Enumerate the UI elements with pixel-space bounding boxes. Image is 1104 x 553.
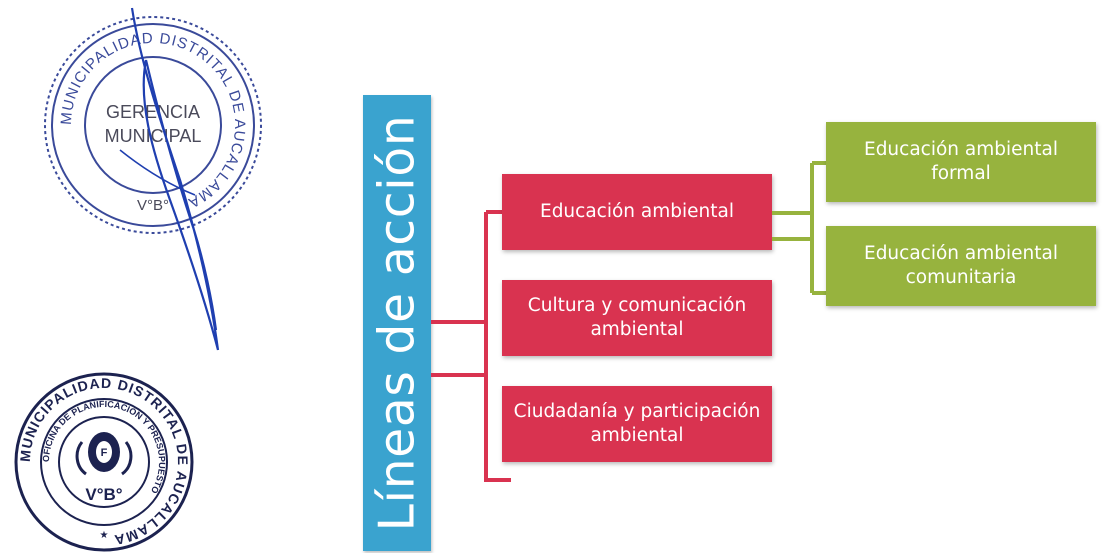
branch-label: Ciudadanía y participación ambiental xyxy=(513,401,761,446)
branch-label: Educación ambiental xyxy=(540,201,734,222)
stamp-line-2: MUNICIPAL xyxy=(105,126,202,146)
sub-branch-formal: Educación ambiental formal xyxy=(826,122,1096,202)
root-label: Líneas de acción xyxy=(368,114,426,532)
stamp-line-1: GERENCIA xyxy=(106,102,200,122)
svg-text:F: F xyxy=(101,447,108,459)
gerencia-municipal-stamp: MUNICIPALIDAD DISTRITAL DE AUCALLAMA GER… xyxy=(44,16,262,234)
sub-branch-label: Educación ambiental formal xyxy=(864,139,1058,184)
branch-label: Cultura y comunicación ambiental xyxy=(527,295,747,340)
branch-cultura-comunicacion: Cultura y comunicación ambiental xyxy=(502,280,772,356)
sub-branch-comunitaria: Educación ambiental comunitaria xyxy=(826,226,1096,306)
sub-branch-label: Educación ambiental comunitaria xyxy=(864,243,1058,288)
stamp-vb: V°B° xyxy=(137,197,169,214)
branch-ciudadania-participacion: Ciudadanía y participación ambiental xyxy=(502,386,772,462)
planificacion-presupuesto-stamp: MUNICIPALIDAD DISTRITAL DE AUCALLAMA OFI… xyxy=(14,372,194,552)
signature xyxy=(119,7,220,351)
educacion-connector xyxy=(772,161,832,295)
root-connector xyxy=(431,210,511,482)
coat-of-arms-icon: F xyxy=(75,432,133,476)
star-icon: ★ xyxy=(100,530,109,541)
root-node: Líneas de acción xyxy=(363,95,431,551)
stamp-vb: V°B° xyxy=(85,485,122,504)
branch-educacion-ambiental: Educación ambiental xyxy=(502,174,772,250)
